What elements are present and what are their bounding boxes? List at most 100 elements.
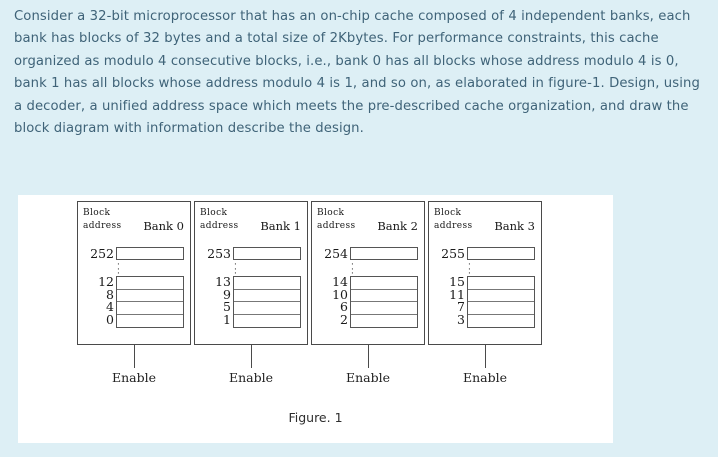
bank-panel-0: Block address Bank 0 252 · · · 12 8 4 0 bbox=[77, 201, 191, 345]
continuation-dot: · bbox=[468, 264, 471, 275]
enable-connector-line-1 bbox=[251, 345, 252, 368]
bank-top-address-1: 253 bbox=[207, 246, 231, 261]
bank-address: 15 bbox=[449, 274, 465, 289]
bank-block-cell bbox=[351, 302, 417, 315]
block-address-header-line2: address bbox=[434, 220, 473, 231]
continuation-dot: · bbox=[468, 269, 471, 279]
bank-block-cell bbox=[117, 289, 183, 302]
bank-block-cell bbox=[351, 314, 417, 327]
block-address-header-2: Block address bbox=[317, 207, 421, 232]
bank-panel-3: Block address Bank 3 255 · · · 15 11 7 3 bbox=[428, 201, 542, 345]
question-prompt-text: Consider a 32-bit microprocessor that ha… bbox=[14, 9, 705, 137]
continuation-dots-0: · · · bbox=[117, 260, 123, 279]
bank-block-cell bbox=[117, 277, 183, 290]
continuation-dot: · bbox=[234, 260, 237, 270]
bank-address: 14 bbox=[332, 274, 348, 289]
enable-label-3: Enable bbox=[462, 370, 508, 385]
continuation-dot: · bbox=[468, 260, 471, 270]
block-address-header-line1: Block bbox=[434, 208, 462, 218]
block-address-header-line2: address bbox=[317, 220, 356, 231]
bank-top-block-cell-0 bbox=[116, 247, 184, 260]
bank-address: 10 bbox=[332, 286, 348, 302]
bank-top-block-row-0: 252 bbox=[84, 246, 186, 261]
bank-top-block-cell-1 bbox=[233, 247, 301, 260]
bank-cell-list-0 bbox=[116, 276, 184, 328]
block-address-header-line2: address bbox=[200, 220, 239, 231]
bank-top-address-3: 255 bbox=[441, 246, 465, 261]
block-address-header-line1: Block bbox=[83, 208, 111, 218]
block-address-header-0: Block address bbox=[83, 207, 187, 232]
block-address-header-line1: Block bbox=[200, 208, 228, 218]
bank-address: 8 bbox=[106, 286, 114, 302]
figure-panel: Block address Bank 0 252 · · · 12 8 4 0 bbox=[18, 195, 613, 443]
continuation-dot: · bbox=[117, 260, 120, 270]
bank-address: 7 bbox=[457, 299, 465, 314]
bank-address-list-3: 15 11 7 3 bbox=[435, 274, 465, 328]
bank-address: 1 bbox=[223, 311, 231, 327]
bank-block-stack-1: 13 9 5 1 bbox=[201, 274, 303, 328]
bank-block-cell bbox=[117, 314, 183, 327]
bank-block-cell bbox=[234, 314, 300, 327]
bank-block-cell bbox=[351, 277, 417, 290]
block-address-header-3: Block address bbox=[434, 207, 538, 232]
figure-caption: Figure. 1 bbox=[288, 410, 343, 425]
bank-top-block-cell-2 bbox=[350, 247, 418, 260]
bank-top-block-row-2: 254 bbox=[318, 246, 420, 261]
enable-connector-line-2 bbox=[368, 345, 369, 368]
bank-cell-list-3 bbox=[467, 276, 535, 328]
bank-title-1: Bank 1 bbox=[260, 219, 301, 233]
bank-top-block-row-3: 255 bbox=[435, 246, 537, 261]
bank-address: 4 bbox=[106, 299, 114, 314]
bank-block-cell bbox=[468, 302, 534, 315]
bank-block-cell bbox=[468, 277, 534, 290]
bank-top-block-row-1: 253 bbox=[201, 246, 303, 261]
bank-address: 13 bbox=[215, 274, 231, 289]
bank-address-list-1: 13 9 5 1 bbox=[201, 274, 231, 328]
continuation-dot: · bbox=[351, 260, 354, 270]
bank-title-0: Bank 0 bbox=[143, 219, 184, 233]
continuation-dots-2: · · · bbox=[351, 260, 357, 279]
bank-block-cell bbox=[468, 289, 534, 302]
continuation-dot: · bbox=[351, 264, 354, 275]
bank-block-stack-3: 15 11 7 3 bbox=[435, 274, 537, 328]
enable-connector-line-0 bbox=[134, 345, 135, 368]
continuation-dot: · bbox=[117, 264, 120, 275]
block-address-header-1: Block address bbox=[200, 207, 304, 232]
bank-block-cell bbox=[351, 289, 417, 302]
bank-top-address-0: 252 bbox=[90, 246, 114, 261]
block-address-header-line1: Block bbox=[317, 208, 345, 218]
bank-block-cell bbox=[234, 289, 300, 302]
bank-top-block-cell-3 bbox=[467, 247, 535, 260]
block-address-header-line2: address bbox=[83, 220, 122, 231]
bank-panel-1: Block address Bank 1 253 · · · 13 9 5 1 bbox=[194, 201, 308, 345]
enable-label-0: Enable bbox=[111, 370, 157, 385]
bank-address: 9 bbox=[223, 286, 231, 302]
enable-connector-line-3 bbox=[485, 345, 486, 368]
bank-block-stack-2: 14 10 6 2 bbox=[318, 274, 420, 328]
bank-address: 5 bbox=[223, 299, 231, 314]
continuation-dot: · bbox=[351, 269, 354, 279]
bank-address-list-2: 14 10 6 2 bbox=[318, 274, 348, 328]
bank-title-3: Bank 3 bbox=[494, 219, 535, 233]
bank-cell-list-1 bbox=[233, 276, 301, 328]
bank-block-cell bbox=[468, 314, 534, 327]
bank-address-list-0: 12 8 4 0 bbox=[84, 274, 114, 328]
bank-address: 6 bbox=[340, 299, 348, 314]
continuation-dot: · bbox=[117, 269, 120, 279]
continuation-dots-1: · · · bbox=[234, 260, 240, 279]
bank-diagram: Block address Bank 0 252 · · · 12 8 4 0 bbox=[77, 201, 545, 345]
bank-block-cell bbox=[117, 302, 183, 315]
bank-address: 3 bbox=[457, 311, 465, 327]
bank-cell-list-2 bbox=[350, 276, 418, 328]
bank-block-stack-0: 12 8 4 0 bbox=[84, 274, 186, 328]
bank-top-address-2: 254 bbox=[324, 246, 348, 261]
bank-address: 0 bbox=[106, 311, 114, 327]
continuation-dot: · bbox=[234, 269, 237, 279]
bank-block-cell bbox=[234, 302, 300, 315]
bank-block-cell bbox=[234, 277, 300, 290]
continuation-dot: · bbox=[234, 264, 237, 275]
bank-address: 12 bbox=[98, 274, 114, 289]
enable-label-1: Enable bbox=[228, 370, 274, 385]
bank-title-2: Bank 2 bbox=[377, 219, 418, 233]
continuation-dots-3: · · · bbox=[468, 260, 474, 279]
